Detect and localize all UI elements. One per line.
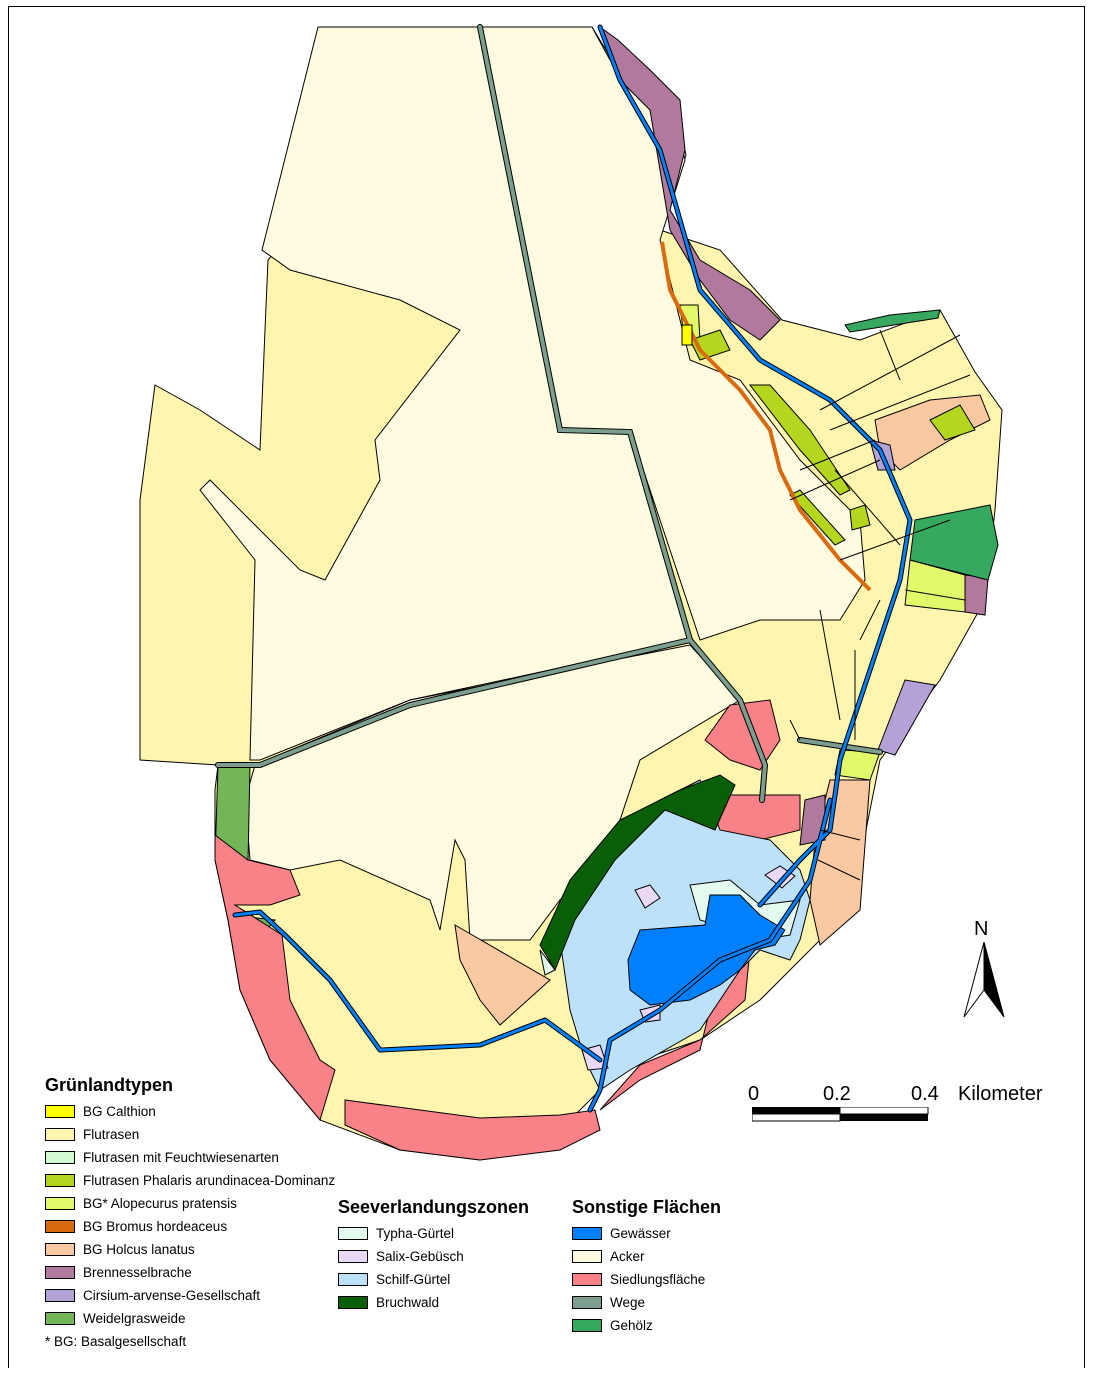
legend-label: Gewässer — [610, 1226, 671, 1241]
map-frame — [8, 6, 1085, 1368]
legend-swatch — [572, 1319, 602, 1332]
legend-item: Weidelgrasweide — [45, 1307, 335, 1330]
legend-swatch — [338, 1273, 368, 1286]
bruchwald — [539, 774, 736, 972]
legend-swatch — [45, 1151, 75, 1164]
legend-item: Flutrasen mit Feuchtwiesenarten — [45, 1146, 335, 1169]
north-arrow-icon — [963, 942, 1005, 1018]
legend-item: Gehölz — [572, 1314, 721, 1337]
scale-unit: Kilometer — [958, 1083, 1043, 1105]
phalaris-patch-4 — [789, 489, 846, 546]
legend-swatch — [338, 1227, 368, 1240]
legend-item: Gewässer — [572, 1222, 721, 1245]
holcus-southwest — [454, 924, 551, 1026]
legend-swatch — [572, 1227, 602, 1240]
legend-item: BG Holcus lanatus — [45, 1238, 335, 1261]
legend-swatch — [45, 1289, 75, 1302]
legend-label: Brennesselbrache — [83, 1265, 192, 1280]
legend-gruenland-title: Grünlandtypen — [45, 1075, 174, 1095]
bromus-strip — [660, 241, 872, 592]
legend-swatch — [338, 1250, 368, 1263]
legend-label: BG Bromus hordeaceus — [83, 1219, 228, 1234]
legend-item: Salix-Gebüsch — [338, 1245, 529, 1268]
legend-sonstige-title: Sonstige Flächen — [572, 1197, 722, 1217]
legend-item: Flutrasen — [45, 1123, 335, 1146]
legend-label: Weidelgrasweide — [83, 1311, 186, 1326]
legend-label: Bruchwald — [376, 1295, 440, 1310]
siedlung-south — [344, 1099, 601, 1161]
legend-item: BG Bromus hordeaceus — [45, 1215, 335, 1238]
salix-2 — [634, 884, 661, 909]
legend-note: * BG: Basalgesellschaft — [45, 1334, 187, 1349]
legend-item: Siedlungsfläche — [572, 1268, 721, 1291]
legend-swatch — [338, 1296, 368, 1309]
gehoelz-strip — [844, 309, 941, 333]
legend-label: Gehölz — [610, 1318, 653, 1333]
legend-item: Typha-Gürtel — [338, 1222, 529, 1245]
legend-label: Flutrasen mit Feuchtwiesenarten — [83, 1150, 279, 1165]
legend-item: Schilf-Gürtel — [338, 1268, 529, 1291]
legend-label: Cirsium-arvense-Gesellschaft — [83, 1288, 261, 1303]
legend-swatch — [45, 1174, 75, 1187]
legend-label: Acker — [610, 1249, 645, 1264]
legend-item: Bruchwald — [338, 1291, 529, 1314]
north-label: N — [974, 918, 989, 940]
legend-swatch — [572, 1273, 602, 1286]
legend-item: BG Calthion — [45, 1100, 335, 1123]
legend-label: Salix-Gebüsch — [376, 1249, 464, 1264]
gehoelz-east — [909, 504, 999, 581]
legend-item: BG* Alopecurus pratensis — [45, 1192, 335, 1215]
scale-tick-0: 0 — [748, 1083, 760, 1105]
legend-label: Siedlungsfläche — [610, 1272, 706, 1287]
river — [232, 24, 913, 1113]
legend-swatch — [572, 1296, 602, 1309]
scale-bar-graphic — [752, 1107, 929, 1122]
legend-swatch — [45, 1266, 75, 1279]
cirsium-east — [877, 679, 936, 756]
legend-item: Cirsium-arvense-Gesellschaft — [45, 1284, 335, 1307]
legend-swatch — [45, 1312, 75, 1325]
legend-item: Wege — [572, 1291, 721, 1314]
typha-guertel-2 — [539, 949, 556, 976]
brennessel-east — [964, 574, 989, 616]
legend-swatch — [572, 1250, 602, 1263]
legend-swatch — [45, 1220, 75, 1233]
legend-swatch — [45, 1128, 75, 1141]
phalaris-patch-3 — [849, 504, 871, 531]
gewaesser-lake — [627, 894, 786, 1006]
legend-label: BG Calthion — [83, 1104, 156, 1119]
legend-item: Acker — [572, 1245, 721, 1268]
legend-seeverlandung-title: Seeverlandungszonen — [338, 1197, 530, 1217]
calthion-patch — [681, 324, 693, 346]
legend-swatch — [45, 1105, 75, 1118]
legend-swatch — [45, 1197, 75, 1210]
scale-tick-1: 0.2 — [823, 1083, 851, 1105]
siedlung-west — [214, 833, 336, 1122]
legend-label: Typha-Gürtel — [376, 1226, 455, 1241]
legend-item: Brennesselbrache — [45, 1261, 335, 1284]
legend-label: BG Holcus lanatus — [83, 1242, 195, 1257]
legend-label: BG* Alopecurus pratensis — [83, 1196, 237, 1211]
legend-label: Wege — [610, 1295, 646, 1310]
scale-tick-2: 0.4 — [911, 1083, 939, 1105]
legend-item: Flutrasen Phalaris arundinacea-Dominanz — [45, 1169, 335, 1192]
legend-swatch — [45, 1243, 75, 1256]
wege-network-fill — [216, 25, 882, 802]
legend-label: Flutrasen Phalaris arundinacea-Dominanz — [83, 1173, 336, 1188]
phalaris-patch-2 — [929, 404, 976, 441]
legend-label: Flutrasen — [83, 1127, 140, 1142]
brennessel-lake — [799, 794, 826, 846]
phalaris-strip — [748, 384, 851, 496]
brennessel-river — [598, 25, 781, 341]
parcel-lines — [789, 329, 971, 881]
legend-label: Schilf-Gürtel — [376, 1272, 451, 1287]
